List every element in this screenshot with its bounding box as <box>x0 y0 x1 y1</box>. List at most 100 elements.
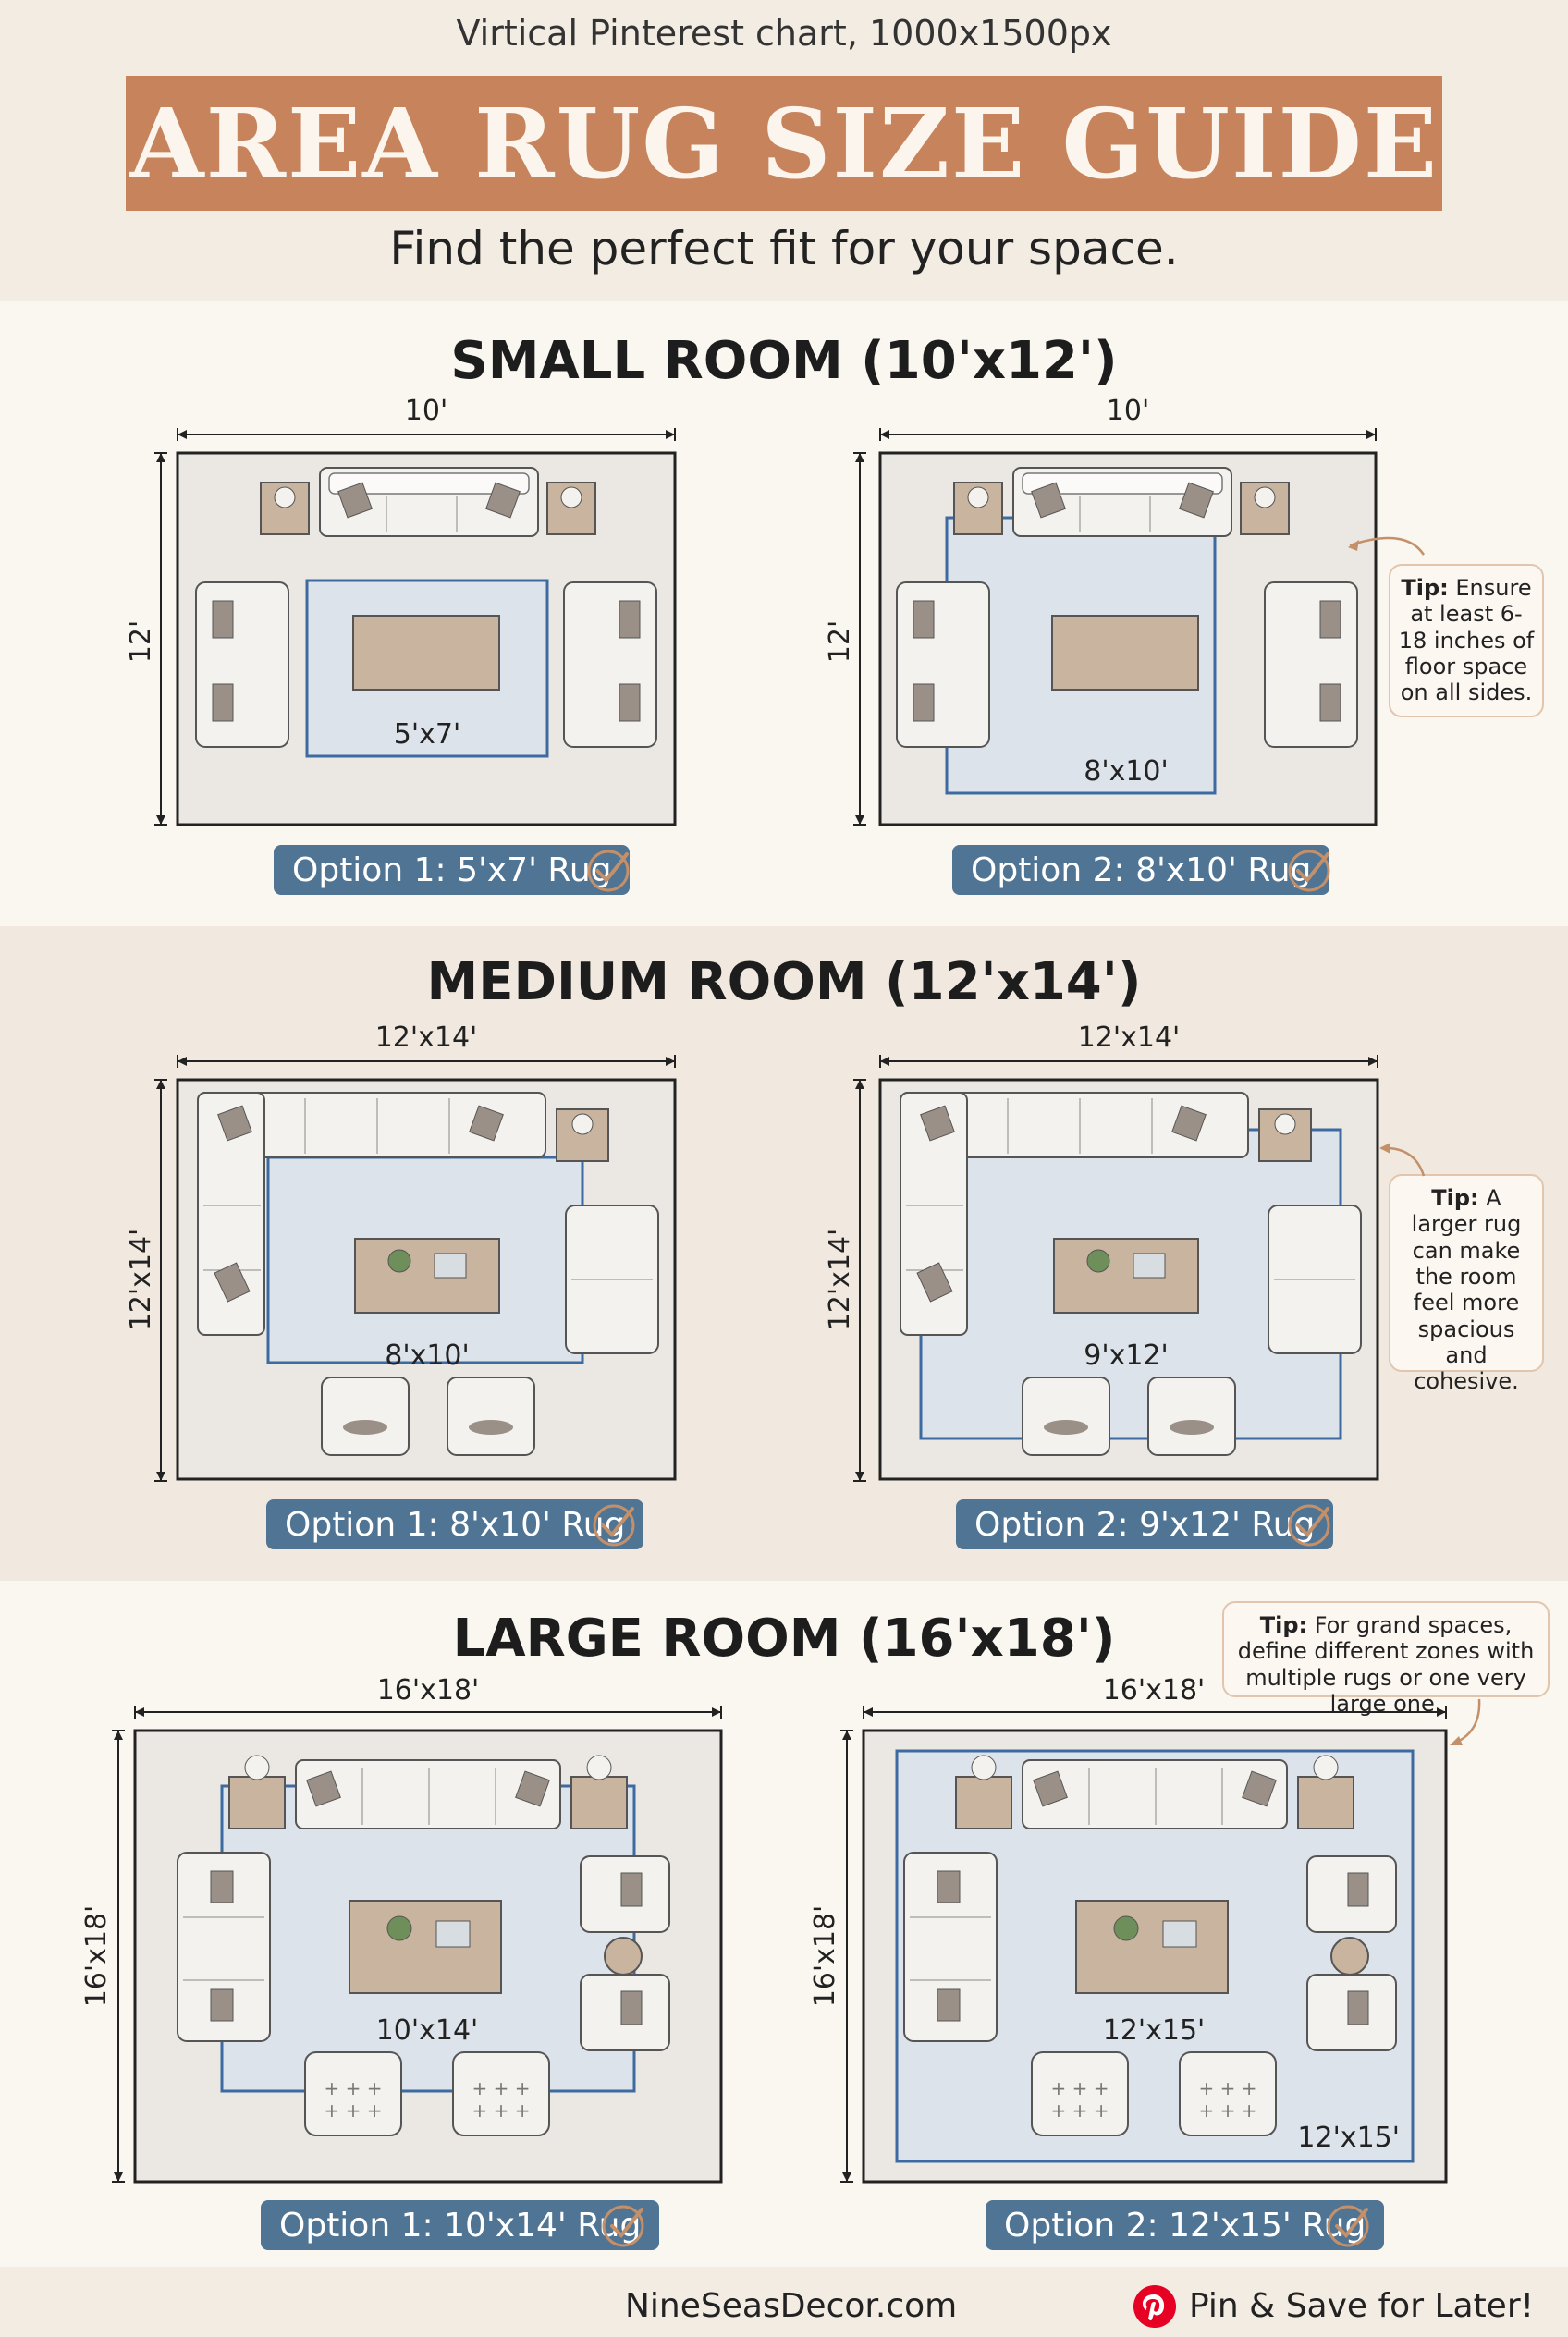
sofa <box>1012 467 1232 537</box>
sofa <box>295 1759 561 1829</box>
side-table-right <box>1240 482 1290 535</box>
height-label: 12' <box>824 620 856 663</box>
round-side-table <box>1330 1937 1369 1976</box>
tip-box-large: Tip: For grand spaces, define different … <box>1222 1601 1550 1717</box>
width-label: 16'x18' <box>1103 1674 1206 1707</box>
tip-arrow-icon <box>1379 1143 1426 1177</box>
width-label: 16'x18' <box>377 1674 480 1707</box>
coffee-table <box>349 1900 502 1994</box>
side-table-right <box>570 1755 628 1829</box>
room-diagram-medium-option2: 12'x14' 12'x14' 9'x12' <box>824 1022 1379 1482</box>
height-label: 12'x14' <box>125 1229 157 1331</box>
height-label: 12'x14' <box>824 1229 856 1331</box>
room-diagram-small-option2: 10' 12' 8'x10' <box>824 395 1378 826</box>
option-pill-medium-2: Option 2: 9'x12' Rug <box>956 1499 1334 1549</box>
sofa-left <box>177 1852 271 2042</box>
check-icon <box>1327 2205 1369 2247</box>
loveseat-right <box>565 1205 659 1354</box>
rug-size-label: 9'x12' <box>1084 1340 1169 1372</box>
loveseat-right <box>563 581 657 748</box>
check-icon <box>593 1504 635 1547</box>
section-title-large: LARGE ROOM (16'x18') <box>452 1609 1116 1669</box>
tip-box-small: Tip: Ensure at least 6-18 inches of floo… <box>1389 564 1544 717</box>
pin-save-text[interactable]: Pin & Save for Later! <box>1189 2287 1535 2325</box>
armchair-right-bottom <box>1306 1974 1397 2051</box>
section-title-small: SMALL ROOM (10'x12') <box>450 331 1118 391</box>
ottoman-right: + + ++ + + <box>452 2051 550 2136</box>
page-subtitle: Find the perfect fit for your space. <box>389 222 1179 275</box>
footer-site-link[interactable]: NineSeasDecor.com <box>625 2287 958 2325</box>
section-title-medium: MEDIUM ROOM (12'x14') <box>426 952 1142 1012</box>
rug-size-label: 5'x7' <box>394 718 460 751</box>
svg-text:+ + +: + + + <box>472 2077 531 2099</box>
tip-text: For grand spaces, define different zones… <box>1237 1612 1535 1717</box>
armchair-right-bottom <box>580 1974 670 2051</box>
tip-lead: Tip: <box>1259 1612 1308 1638</box>
room-diagram-large-option1: 16'x18' 16'x18' 10'x14' + + ++ + + + + +… <box>80 1674 723 2184</box>
title-banner: AREA RUG SIZE GUIDE <box>126 76 1442 211</box>
svg-text:+ + +: + + + <box>325 2099 383 2122</box>
sofa <box>1022 1759 1288 1829</box>
side-table <box>556 1108 609 1162</box>
loveseat-left <box>195 581 289 748</box>
height-label: 16'x18' <box>809 1905 841 2008</box>
coffee-table <box>1051 615 1199 691</box>
svg-text:+ + +: + + + <box>1199 2077 1257 2099</box>
page-title: AREA RUG SIZE GUIDE <box>129 86 1439 201</box>
armchair-left <box>321 1377 410 1456</box>
sectional-sofa <box>197 1092 546 1336</box>
round-side-table <box>604 1937 643 1976</box>
coffee-table <box>1075 1900 1229 1994</box>
loveseat-right <box>1268 1205 1362 1354</box>
pinterest-icon[interactable] <box>1132 2283 1178 2330</box>
tip-text: A larger rug can make the room feel more… <box>1411 1185 1522 1395</box>
rug-size-label: 12'x15' <box>1103 2014 1206 2047</box>
room-diagram-large-option2: 16'x18' 16'x18' 12'x15' 12'x15' + + ++ +… <box>809 1674 1448 2184</box>
tip-text: Ensure at least 6-18 inches of floor spa… <box>1398 575 1535 706</box>
armchair-left <box>1022 1377 1110 1456</box>
height-label: 12' <box>125 620 157 663</box>
rug-size-label: 8'x10' <box>1084 755 1169 788</box>
side-table-right <box>1297 1755 1354 1829</box>
rug-size-label-corner: 12'x15' <box>1297 2122 1400 2154</box>
svg-text:+ + +: + + + <box>472 2099 531 2122</box>
coffee-table <box>1053 1238 1199 1314</box>
rug-size-label: 10'x14' <box>376 2014 479 2047</box>
tip-lead: Tip: <box>1431 1185 1479 1211</box>
check-icon <box>587 850 630 892</box>
svg-text:+ + +: + + + <box>1051 2099 1109 2122</box>
svg-text:+ + +: + + + <box>325 2077 383 2099</box>
option-pill-small-1: Option 1: 5'x7' Rug <box>274 845 631 895</box>
svg-text:+ + +: + + + <box>1199 2099 1257 2122</box>
armchair-right <box>1147 1377 1236 1456</box>
coffee-table <box>352 615 500 691</box>
tip-arrow-icon <box>1348 536 1426 556</box>
width-label: 12'x14' <box>375 1022 478 1054</box>
width-label: 12'x14' <box>1078 1022 1181 1054</box>
coffee-table <box>354 1238 500 1314</box>
armchair-right-top <box>580 1855 670 1933</box>
sofa <box>319 467 539 537</box>
side-table-left <box>953 482 1003 535</box>
loveseat-right <box>1264 581 1358 748</box>
check-icon <box>1288 850 1330 892</box>
room-diagram-small-option1: 10' 12' 5'x7' <box>125 395 677 826</box>
option-pill-large-1: Option 1: 10'x14' Rug <box>261 2200 660 2250</box>
side-table <box>1258 1108 1312 1162</box>
side-table-left <box>260 482 310 535</box>
loveseat-left <box>896 581 990 748</box>
tip-box-medium: Tip: A larger rug can make the room feel… <box>1389 1174 1544 1394</box>
armchair-right-top <box>1306 1855 1397 1933</box>
check-icon <box>1288 1504 1330 1547</box>
width-label: 10' <box>405 395 447 427</box>
option-pill-medium-1: Option 1: 8'x10' Rug <box>266 1499 644 1549</box>
tip-lead: Tip: <box>1401 575 1449 601</box>
option-pill-small-2: Option 2: 8'x10' Rug <box>952 845 1330 895</box>
side-table-right <box>546 482 596 535</box>
header-caption: Virtical Pinterest chart, 1000x1500px <box>456 13 1112 54</box>
option-pill-large-2: Option 2: 12'x15' Rug <box>986 2200 1385 2250</box>
rug-size-label: 8'x10' <box>385 1340 470 1372</box>
sectional-sofa <box>900 1092 1249 1336</box>
armchair-right <box>447 1377 535 1456</box>
check-icon <box>602 2205 644 2247</box>
